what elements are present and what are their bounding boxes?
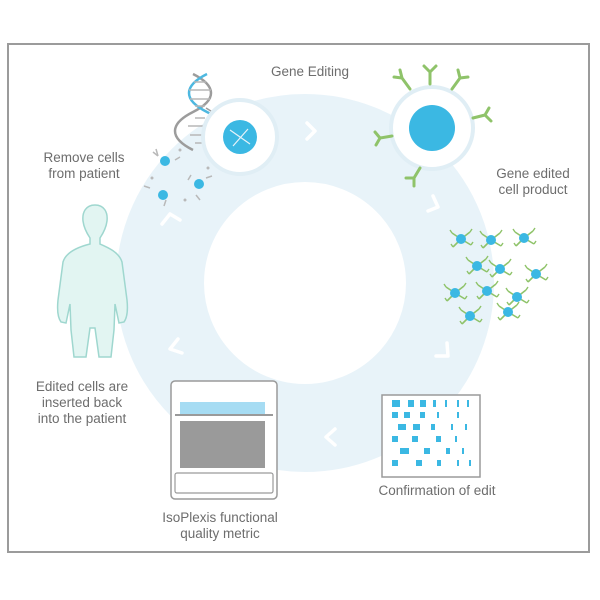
barcode-bar [465, 424, 467, 430]
barcode-bar [457, 460, 459, 466]
barcode-bar [462, 448, 464, 454]
barcode-bar [400, 448, 409, 454]
chevron-icon [426, 194, 440, 213]
barcode-bar [420, 400, 426, 407]
barcode-bar [416, 460, 422, 466]
barcode-bar [392, 400, 400, 407]
barcode-bar [469, 460, 471, 466]
cell-being-edited-icon [201, 98, 279, 176]
chevron-icon [160, 212, 182, 226]
barcode-bar [412, 436, 418, 442]
barcode-bar [413, 424, 420, 430]
barcode-bar [437, 460, 441, 466]
barcode-bar [404, 412, 410, 418]
edited-cell-dot [482, 286, 492, 296]
gene-editing-label: Gene Editing [270, 64, 350, 79]
edited-cell-dot [472, 261, 482, 271]
barcode-bar [451, 424, 453, 430]
barcode-bar [408, 400, 414, 407]
barcode-bar [436, 436, 441, 442]
barcode-bar [437, 412, 439, 418]
edited-cell-dot [486, 235, 496, 245]
process-ring [116, 94, 494, 472]
barcode-bar [455, 436, 457, 442]
barcode-bar [392, 460, 398, 466]
chevron-icon [305, 121, 317, 141]
barcode-bar [467, 400, 469, 407]
gene-edited-product-label: Gene edited cell product [496, 166, 570, 197]
edited-cell-dot [495, 264, 505, 274]
barcode-bar [433, 400, 436, 407]
barcode-bar [398, 424, 406, 430]
barcode-bar [446, 448, 450, 454]
barcode-bar [424, 448, 430, 454]
remove-cells-label: Remove cells from patient [43, 150, 125, 181]
edited-cell-dot [531, 269, 541, 279]
edited-cell-cluster-icon [443, 227, 549, 325]
chevron-icon [168, 337, 184, 355]
edited-cell-dot [465, 311, 475, 321]
barcode-chip-icon [381, 394, 481, 478]
edited-cell-dot [450, 288, 460, 298]
barcode-bar [420, 412, 425, 418]
removed-cells-icon [143, 148, 213, 207]
inserted-back-label: Edited cells are inserted back into the … [35, 379, 129, 426]
edited-cell-icon [373, 64, 493, 188]
confirmation-label: Confirmation of edit [378, 483, 496, 498]
edited-cell-dot [512, 292, 522, 302]
barcode-bar [431, 424, 435, 430]
edited-cell-dot [456, 234, 466, 244]
edited-cell-dot [519, 233, 529, 243]
human-silhouette-icon [56, 204, 129, 358]
isoplexis-label: IsoPlexis functional quality metric [162, 510, 278, 541]
barcode-bar [445, 400, 447, 407]
barcode-bar [457, 412, 459, 418]
chevron-icon [324, 427, 337, 447]
chevron-icon [434, 341, 450, 358]
instrument-icon [170, 380, 278, 500]
barcode-bar [392, 436, 398, 442]
barcode-bar [392, 412, 398, 418]
barcode-bar [457, 400, 459, 407]
edited-cell-dot [503, 307, 513, 317]
